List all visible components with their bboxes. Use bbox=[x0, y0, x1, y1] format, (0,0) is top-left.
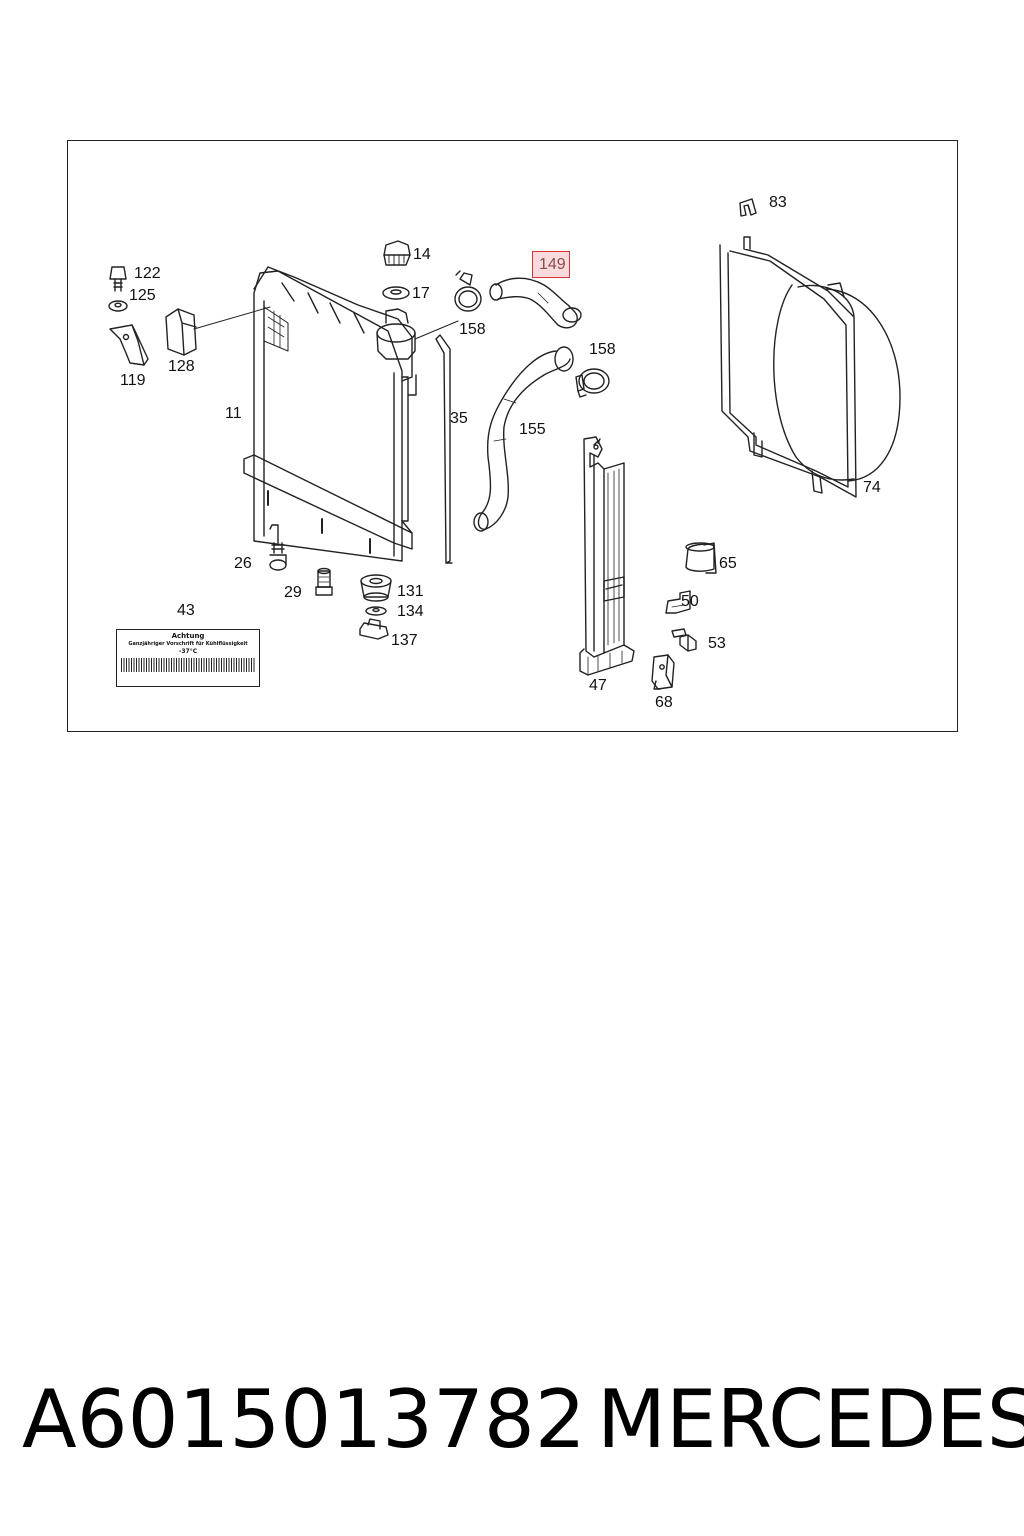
label-122: 122 bbox=[134, 265, 161, 282]
label-155: 155 bbox=[519, 421, 546, 438]
radiator-11-drawing bbox=[243, 266, 417, 562]
label-43: 43 bbox=[177, 602, 195, 619]
label-125: 125 bbox=[129, 287, 156, 304]
washer-125-drawing bbox=[108, 300, 128, 312]
label-68: 68 bbox=[655, 694, 673, 711]
label-29: 29 bbox=[284, 584, 302, 601]
pipe-35-drawing bbox=[435, 334, 453, 564]
bracket-119-drawing bbox=[109, 324, 149, 366]
clip-83-drawing bbox=[739, 198, 757, 217]
warning-text: Ganzjähriger Vorschrift für Kühlflüssigk… bbox=[128, 641, 248, 647]
label-158-right: 158 bbox=[589, 341, 616, 358]
filler-neck-drawing bbox=[376, 308, 459, 360]
cooler-47-drawing bbox=[579, 436, 635, 676]
parts-diagram: 83 14 149 122 17 125 158 158 128 119 11 … bbox=[67, 140, 958, 732]
label-26: 26 bbox=[234, 555, 252, 572]
label-17: 17 bbox=[412, 285, 430, 302]
label-128: 128 bbox=[168, 358, 195, 375]
seal-17-drawing bbox=[382, 286, 410, 300]
label-11: 11 bbox=[225, 405, 242, 422]
grommet-131-drawing bbox=[360, 574, 392, 602]
bolt-122-drawing bbox=[109, 266, 127, 292]
label-131: 131 bbox=[397, 583, 424, 600]
mount-128-drawing bbox=[165, 306, 271, 356]
washer-134-drawing bbox=[365, 606, 387, 616]
label-134: 134 bbox=[397, 603, 424, 620]
label-50: 50 bbox=[681, 593, 699, 610]
label-53: 53 bbox=[708, 635, 726, 652]
screw-26-drawing bbox=[269, 524, 287, 571]
bolt-53-drawing bbox=[671, 628, 697, 652]
warning-barcode bbox=[121, 658, 255, 672]
bracket-68-drawing bbox=[651, 654, 675, 690]
cap-14-drawing bbox=[383, 240, 411, 266]
clamp-65-drawing bbox=[685, 542, 717, 574]
label-83: 83 bbox=[769, 194, 787, 211]
clip-137-drawing bbox=[359, 618, 389, 640]
brand-name: MERCEDES bbox=[597, 1373, 1024, 1466]
label-149-highlighted[interactable]: 149 bbox=[532, 251, 570, 278]
label-47: 47 bbox=[589, 677, 607, 694]
hose-149-drawing bbox=[489, 277, 582, 329]
part-number: A6015013782 bbox=[22, 1373, 586, 1466]
label-74: 74 bbox=[863, 479, 881, 496]
clamp-158a-drawing bbox=[454, 270, 482, 312]
label-14: 14 bbox=[413, 246, 431, 263]
bracket-50-drawing bbox=[665, 590, 691, 614]
warning-temp: -37°C bbox=[178, 648, 198, 655]
warning-sticker-43: Achtung Ganzjähriger Vorschrift für Kühl… bbox=[116, 629, 260, 687]
shroud-74-drawing bbox=[719, 236, 901, 498]
label-158-top: 158 bbox=[459, 321, 486, 338]
diagram-drawing bbox=[108, 198, 901, 690]
warning-title: Achtung bbox=[171, 632, 205, 640]
label-119: 119 bbox=[120, 372, 146, 389]
label-137: 137 bbox=[391, 632, 418, 649]
clamp-158b-drawing bbox=[575, 368, 610, 398]
label-35: 35 bbox=[450, 410, 468, 427]
label-65: 65 bbox=[719, 555, 737, 572]
plug-29-drawing bbox=[315, 567, 333, 596]
hose-155-drawing bbox=[473, 346, 574, 532]
